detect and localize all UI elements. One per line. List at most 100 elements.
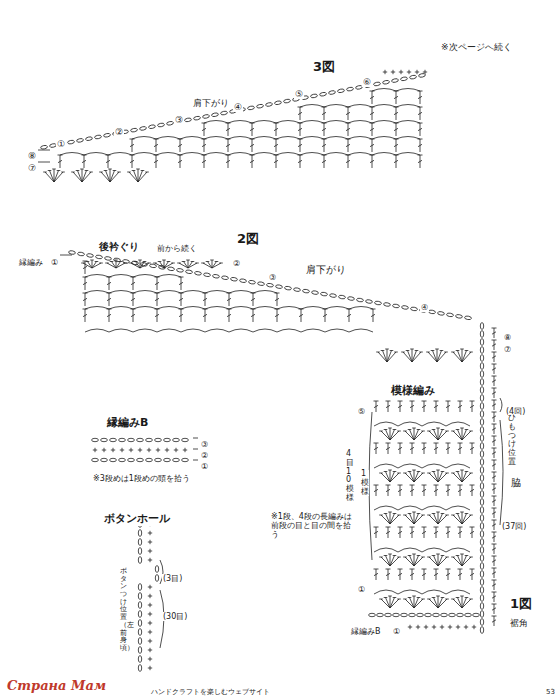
chain-stitch: [122, 259, 129, 263]
double-crochet: [470, 405, 474, 407]
chain-arc: [252, 137, 276, 140]
shell-stitch: [460, 349, 464, 350]
shell-stitch: [394, 352, 398, 353]
chain-arc: [109, 275, 133, 278]
double-crochet: [470, 447, 474, 449]
shell-stitch: [381, 557, 390, 566]
figure-heading: ボタンホール: [103, 513, 171, 526]
chain-stitch: [173, 458, 180, 461]
shell-stitch: [408, 555, 412, 556]
label-holder: 縁編みB: [106, 412, 149, 430]
label-holder: 1図: [509, 594, 533, 612]
shell-stitch: [95, 261, 99, 262]
chain-stitch: [176, 268, 183, 272]
chain-stitch: [68, 250, 75, 254]
double-crochet: [107, 314, 111, 316]
shell-stitch: [386, 472, 391, 483]
double-crochet: [370, 160, 374, 162]
chain-stitch: [465, 613, 472, 616]
double-crochet: [179, 298, 183, 300]
single-crochet: [150, 648, 151, 652]
chain-stitch: [329, 293, 336, 297]
figure-heading: 模様編み: [390, 385, 436, 398]
chain-arc: [446, 548, 470, 552]
stitch-group: [38, 70, 503, 672]
double-crochet: [298, 112, 302, 114]
double-crochet: [418, 123, 423, 124]
shell-stitch: [415, 350, 419, 351]
double-crochet: [298, 144, 302, 146]
single-crochet: [149, 448, 150, 452]
shell-stitch: [462, 430, 467, 441]
chain-stitch: [365, 299, 372, 303]
double-crochet: [398, 573, 402, 575]
double-crochet: [374, 573, 378, 575]
shell-stitch: [390, 515, 399, 524]
shell-stitch: [212, 263, 221, 268]
double-crochet: [422, 489, 426, 491]
chain-stitch: [480, 579, 483, 586]
callout-label: 前から続く: [156, 244, 198, 253]
double-crochet: [386, 531, 390, 533]
chain-arc: [181, 291, 205, 294]
callout-label: ②: [114, 127, 124, 137]
chain-stitch: [328, 90, 335, 95]
chain-stitch: [155, 566, 158, 573]
chain-arc: [228, 137, 252, 140]
shell-stitch: [90, 260, 94, 261]
double-crochet: [83, 298, 87, 300]
label-holder: ⑤: [357, 400, 366, 418]
double-crochet: [83, 282, 87, 284]
single-crochet: [150, 549, 151, 553]
shell-stitch: [414, 598, 419, 609]
chain-stitch: [128, 438, 135, 441]
shell-stitch: [438, 472, 443, 483]
single-crochet: [401, 70, 402, 74]
shell-stitch: [414, 431, 423, 440]
shell-stitch: [432, 471, 436, 472]
chain-stitch: [480, 555, 483, 562]
shell-stitch: [414, 430, 419, 441]
chain-stitch: [182, 458, 189, 461]
chain-stitch: [480, 363, 483, 370]
shell-stitch: [437, 351, 442, 363]
double-crochet: [394, 128, 398, 130]
double-crochet: [374, 405, 378, 407]
shell-stitch: [456, 513, 460, 514]
double-crochet: [492, 328, 497, 329]
shell-stitch: [436, 428, 440, 429]
double-crochet: [492, 400, 497, 401]
shell-stitch: [460, 596, 464, 597]
double-crochet: [434, 485, 439, 486]
callout-label: ハンドクラフトを楽しむウェブサイト: [150, 688, 271, 696]
single-crochet: [409, 70, 410, 74]
single-crochet: [150, 630, 151, 634]
single-crochet: [176, 448, 177, 452]
chain-stitch: [480, 451, 483, 458]
chain-arc: [324, 137, 348, 140]
shell-stitch: [195, 263, 199, 264]
chain-stitch: [480, 355, 483, 362]
shell-stitch: [465, 513, 469, 514]
chain-stitch: [130, 128, 137, 133]
shell-stitch: [436, 470, 440, 471]
chain-stitch: [346, 87, 353, 92]
chain-arc: [109, 291, 133, 294]
chain-stitch: [182, 438, 189, 441]
chain-stitch: [138, 665, 141, 672]
double-crochet: [446, 485, 451, 486]
shell-stitch: [136, 262, 141, 269]
double-crochet: [370, 128, 374, 130]
chain-arc: [276, 137, 300, 140]
chain-stitch: [138, 629, 141, 636]
shell-stitch: [453, 557, 462, 566]
shell-stitch: [469, 599, 473, 600]
shell-stitch: [441, 555, 445, 556]
shell-stitch: [82, 171, 87, 183]
shell-stitch: [390, 598, 395, 609]
chain-arc: [85, 291, 109, 294]
figure-heading: 後衿ぐり: [98, 241, 140, 253]
double-crochet: [434, 489, 438, 491]
double-crochet: [410, 489, 414, 491]
shell-stitch: [393, 513, 397, 514]
